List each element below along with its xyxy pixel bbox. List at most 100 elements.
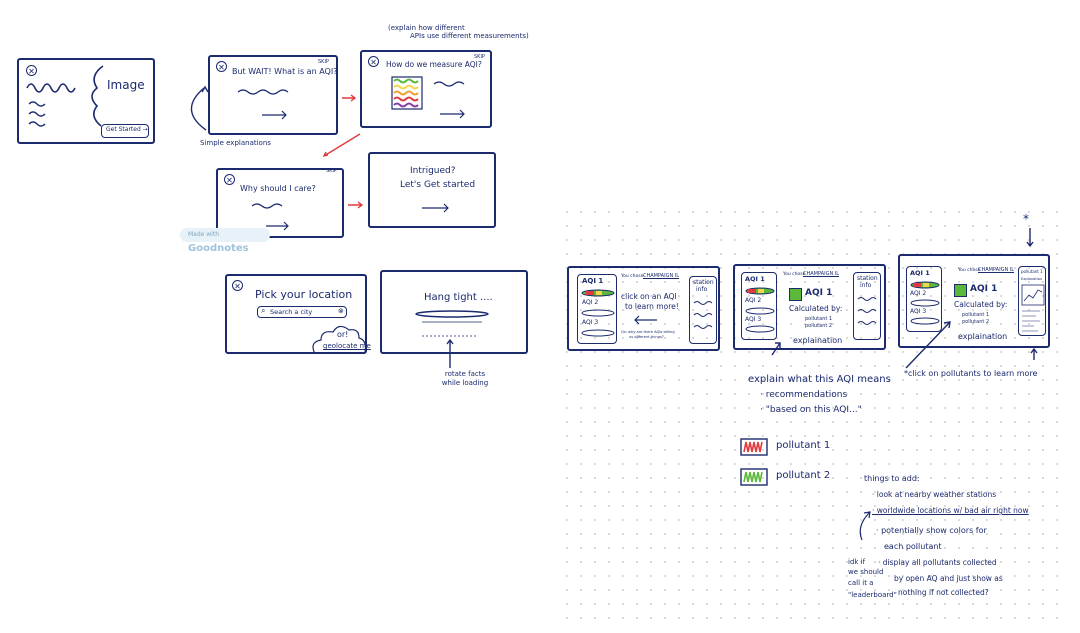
pollutant-panel-subtitle: Explanation [1021,277,1043,281]
pollutant2-label: pollutant 2 [805,323,833,329]
logo-x-icon: ✕ [224,174,235,185]
explanation-label: explaination [958,332,1008,341]
goodnotes-brand: Goodnotes [188,243,249,254]
sketch-aqi-detail: AQI 1 AQI 2 AQI 3 You chose CHAMPAIGN IL… [733,264,886,350]
pollutant1-label: pollutant 1 [962,312,990,318]
measure-scale-drawing [391,76,465,119]
aqi3-label: AQI 3 [582,319,599,326]
measure-annotation-line1: (explain how different [388,24,465,32]
station-label: station [857,275,878,282]
dot-grid-background [560,205,1070,625]
calculated-by-label: Calculated by: [789,304,843,313]
things-item: · worldwide locations w/ bad air right n… [872,506,1029,515]
aqi-means-note-line1: explain what this AQI means [748,374,891,385]
measure-annotation-line2: APIs use different measurements) [410,32,529,40]
aqi1-label: AQI 1 [582,277,604,285]
info-label: info [860,282,872,289]
aqi-detail-title: AQI 1 [970,284,998,294]
aqi1-label: AQI 1 [910,269,930,277]
calculated-by-label: Calculated by: [954,300,1008,309]
you-chose-label: You chose [783,272,806,277]
or-label: or! [337,330,349,339]
loading-bar-drawing [415,310,489,337]
legend-pollutant2-label: pollutant 2 [776,470,831,481]
get-started-label: Get Started → [106,126,148,133]
sketch-what-is-aqi: ✕ SKIP But WAIT! What is an AQI? [208,55,338,135]
logo-x-icon: ✕ [26,65,37,76]
aqi-list-panel: AQI 1 AQI 2 AQI 3 [577,274,617,344]
station-scribbles [857,297,877,325]
station-info-panel: station info [689,276,717,344]
things-item: · potentially show colors for [876,526,987,535]
sketch-measure-aqi: ✕ SKIP How do we measure AQI? [360,50,492,128]
sketch-hang-tight: Hang tight .... [380,270,528,354]
aqi2-label: AQI 2 [910,290,927,297]
pollutant-panel-title: pollutant 1 [1021,269,1043,274]
aqi-means-note-line3: · "based on this AQI..." [760,405,862,415]
side-note-line: we should [848,568,884,576]
things-item: nothing if not collected? [898,588,989,597]
aqi3-label: AQI 3 [910,308,927,315]
landing-scribbles [26,65,104,127]
you-chose-label: You chose [621,274,644,279]
get-started-button-sketch: Get Started → [101,124,149,138]
search-icon: ⌕ [261,306,266,315]
sketch-pollutant-detail: AQI 1 AQI 2 AQI 3 You chose CHAMPAIGN IL… [898,254,1050,348]
station-info-panel: station info [853,272,881,340]
aqi-detail-title: AQI 1 [805,288,833,298]
why-care-title: Why should I care? [240,184,316,193]
aqi-list-panel: AQI 1 AQI 2 AQI 3 [741,272,777,340]
aqi-color-square [954,284,967,297]
pollutant-chart-sketch [1021,284,1045,332]
click-aqi-prompt-line1: click on an AQI [621,292,677,301]
aqi-bars [745,287,775,333]
side-note-line: idk if [848,558,866,566]
things-item: · look at nearby weather stations [872,490,997,499]
things-to-add-title: things to add: [864,474,920,483]
pollutant-info-panel: pollutant 1 Explanation [1018,266,1046,336]
station-label: station [693,279,714,286]
aqi2-label: AQI 2 [745,297,762,304]
search-placeholder: Search a city [270,308,313,316]
sketch-intrigued: Intrigued? Let's Get started [368,152,496,228]
sketch-why-care: ✕ SKIP Why should I care? [216,168,344,238]
intrigued-title-line1: Intrigued? [410,166,456,176]
rotate-facts-caption: rotate facts while loading [441,370,489,387]
skip-label: SKIP [326,168,337,174]
things-item: each pollutant [884,542,942,551]
what-is-aqi-title: But WAIT! What is an AQI? [232,67,338,76]
city-label: CHAMPAIGN IL [643,273,680,279]
skip-label: SKIP [474,54,485,60]
leaderboard-side-note: idk if we should call it a "leaderboard" [848,558,908,618]
you-chose-label: You chose [958,268,981,273]
aqi-bars [581,289,615,337]
measure-aqi-title: How do we measure AQI? [386,60,482,69]
star-marker: * [1023,212,1029,226]
cloud-drawing [312,325,366,355]
pollutant1-swatch-icon [740,438,768,456]
click-pollutants-note: *click on pollutants to learn more [904,369,1038,378]
simple-explanations-note: Simple explanations [200,139,271,147]
why-care-scribbles [251,203,289,231]
legend-pollutant1-label: pollutant 1 [776,440,831,451]
aqi-bars [910,281,940,325]
made-with-prefix: Made with [188,231,219,238]
logo-x-icon: ✕ [232,280,243,291]
things-item: · display all pollutants collected [878,558,997,567]
pollutant1-label: pollutant 1 [805,316,833,322]
question-line1: Qs: why are there AQIs telling [621,330,675,334]
search-city-sketch: ⌕ Search a city ⊗ [257,306,347,318]
hang-tight-title: Hang tight .... [424,292,493,303]
aqi3-label: AQI 3 [745,316,762,323]
side-note-line: "leaderboard" [848,591,897,599]
side-note-line: call it a [848,579,874,587]
things-item: by open AQ and just show as [894,574,1003,583]
city-label: CHAMPAIGN IL [803,271,840,277]
aqi1-label: AQI 1 [745,275,765,283]
logo-x-icon: ✕ [368,56,379,67]
skip-label: SKIP [318,59,329,65]
aqi-list-panel: AQI 1 AQI 2 AQI 3 [906,266,942,332]
aqi2-label: AQI 2 [582,299,599,306]
sketch-aqi-list: AQI 1 AQI 2 AQI 3 You chose CHAMPAIGN IL… [567,266,720,351]
